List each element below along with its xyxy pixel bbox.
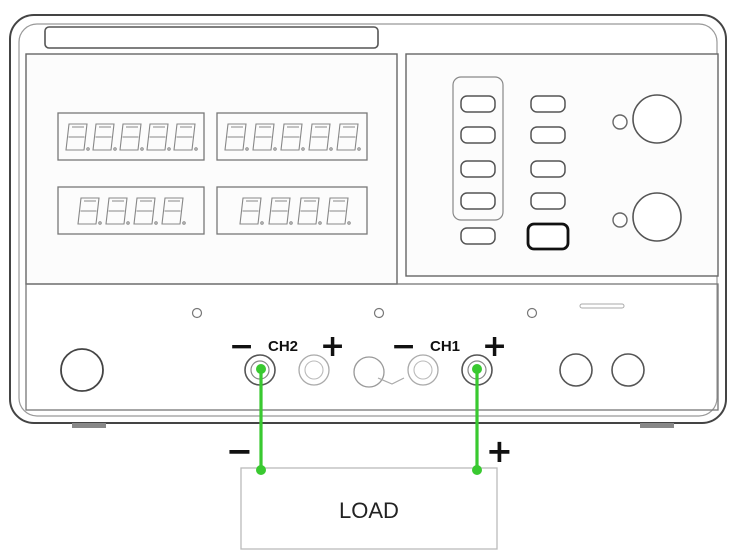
top-label-slot — [44, 26, 379, 49]
knob-2[interactable] — [632, 192, 682, 242]
left-button-1[interactable] — [460, 95, 496, 113]
right-button-5-active[interactable] — [526, 222, 570, 251]
load-label: LOAD — [339, 498, 399, 523]
aux-terminal-2[interactable] — [611, 353, 645, 387]
indicator-led-2 — [612, 212, 628, 228]
load-minus-sign: − — [226, 432, 253, 470]
ch1-plus-sign: + — [482, 329, 507, 364]
ch2-plus-terminal[interactable] — [298, 354, 330, 386]
series-link-bar — [353, 356, 405, 388]
wire-negative — [256, 364, 266, 475]
display-panel — [25, 53, 398, 285]
ch1-minus-sign: − — [391, 329, 416, 364]
left-button-5[interactable] — [460, 227, 496, 245]
right-button-4[interactable] — [530, 192, 566, 210]
ch2-label: CH2 — [268, 338, 298, 355]
left-button-4[interactable] — [460, 192, 496, 210]
load-box: LOAD — [240, 467, 498, 550]
indicator-led-1 — [612, 114, 628, 130]
right-button-1[interactable] — [530, 95, 566, 113]
ch2-plus-sign: + — [320, 329, 345, 364]
display-current-ch2 — [57, 186, 205, 235]
power-button[interactable] — [60, 348, 104, 392]
ch2-minus-sign: − — [229, 329, 254, 364]
display-current-ch1 — [216, 186, 368, 235]
right-button-2[interactable] — [530, 126, 566, 144]
knob-1[interactable] — [632, 94, 682, 144]
ch1-label: CH1 — [430, 338, 460, 355]
left-button-3[interactable] — [460, 160, 496, 178]
display-voltage-ch2 — [57, 112, 205, 161]
aux-terminal-1[interactable] — [559, 353, 593, 387]
load-plus-sign: + — [486, 432, 513, 470]
right-button-3[interactable] — [530, 160, 566, 178]
ch1-minus-terminal[interactable] — [407, 354, 439, 386]
left-button-2[interactable] — [460, 126, 496, 144]
control-panel — [405, 53, 719, 277]
wire-positive — [472, 364, 482, 475]
display-voltage-ch1 — [216, 112, 368, 161]
